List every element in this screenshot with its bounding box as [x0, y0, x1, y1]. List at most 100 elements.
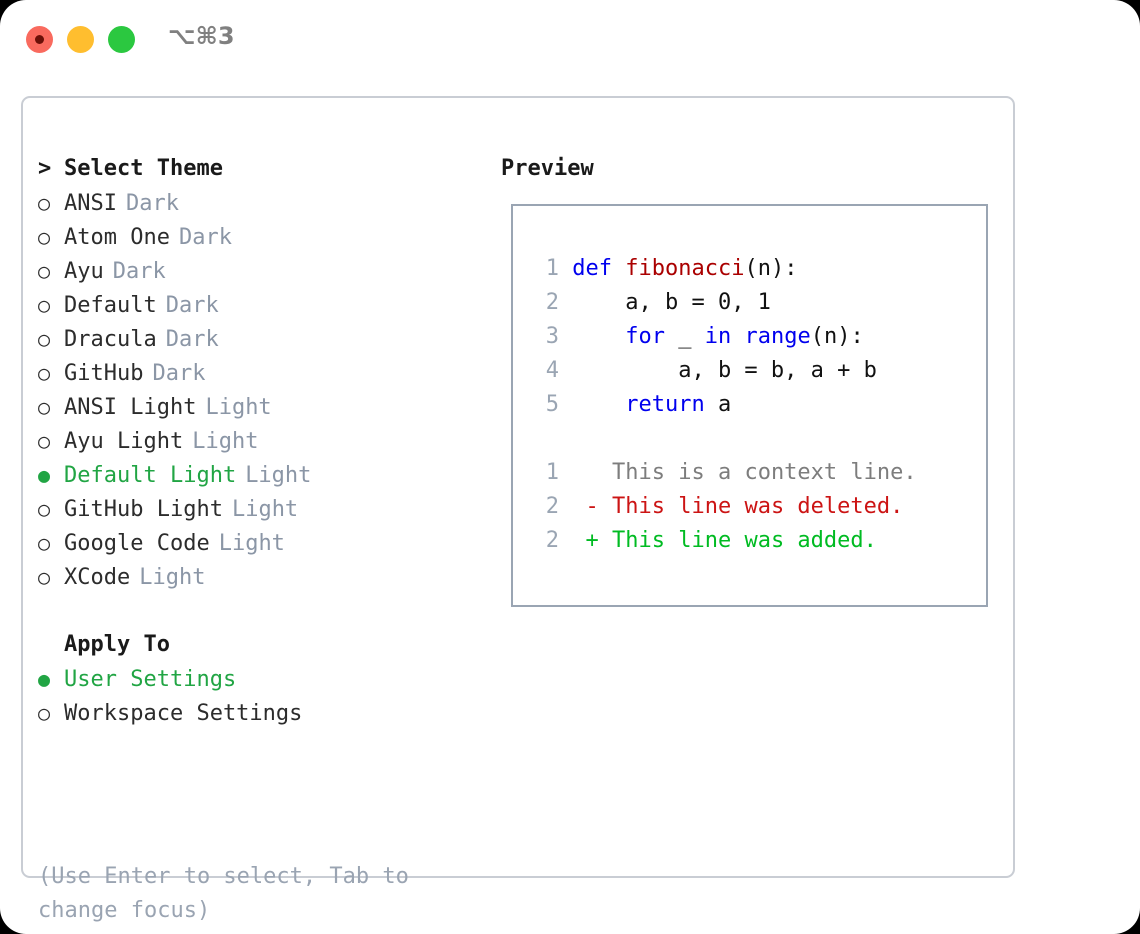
- diff-line-deleted: 2 - This line was deleted.: [529, 490, 980, 524]
- close-icon: [35, 35, 44, 44]
- select-theme-title: Select Theme: [64, 156, 223, 181]
- theme-variant: Light: [218, 531, 285, 556]
- theme-name: ANSI: [64, 191, 117, 216]
- radio-unselected-icon: ○: [38, 429, 51, 453]
- radio-selected-icon: ●: [38, 667, 51, 691]
- theme-name: ANSI Light: [64, 395, 197, 420]
- select-theme-header: > Select Theme: [38, 152, 478, 186]
- radio-unselected-icon: ○: [38, 395, 51, 419]
- line-number: 1: [545, 460, 559, 485]
- theme-option-github-dark[interactable]: ○ GitHub Dark: [38, 356, 478, 390]
- code-token: (n):: [810, 324, 864, 349]
- theme-option-dracula-dark[interactable]: ○ Dracula Dark: [38, 322, 478, 356]
- theme-name: GitHub Light: [64, 497, 223, 522]
- apply-option-user-settings[interactable]: ● User Settings: [38, 662, 478, 696]
- diff-text: This line was added.: [612, 528, 877, 553]
- line-number: 2: [545, 494, 559, 519]
- theme-name: Dracula: [64, 327, 157, 352]
- theme-variant: Dark: [165, 327, 219, 352]
- line-number: 3: [545, 324, 559, 349]
- radio-unselected-icon: ○: [38, 293, 51, 317]
- radio-unselected-icon: ○: [38, 361, 51, 385]
- code-blank-line: [529, 422, 980, 456]
- radio-unselected-icon: ○: [38, 531, 51, 555]
- preview-code-content: 1 def fibonacci(n): 2 a, b = 0, 1 3 for …: [529, 252, 980, 558]
- code-token: range: [744, 324, 811, 349]
- radio-unselected-icon: ○: [38, 565, 51, 589]
- theme-option-ayu-dark[interactable]: ○ Ayu Dark: [38, 254, 478, 288]
- theme-variant: Dark: [178, 225, 232, 250]
- diff-text: This is a context line.: [612, 460, 917, 485]
- apply-to-indent: [38, 628, 64, 662]
- theme-name: Ayu Light: [64, 429, 184, 454]
- theme-name: XCode: [64, 565, 131, 590]
- theme-variant: Dark: [165, 293, 219, 318]
- theme-option-github-light[interactable]: ○ GitHub Light Light: [38, 492, 478, 526]
- code-line: 5 return a: [529, 388, 980, 422]
- apply-option-label: User Settings: [64, 667, 237, 692]
- theme-variant: Light: [192, 429, 259, 454]
- diff-text: This line was deleted.: [612, 494, 904, 519]
- maximize-button[interactable]: [108, 26, 135, 53]
- minimize-button[interactable]: [67, 26, 94, 53]
- line-number: 2: [545, 528, 559, 553]
- theme-name: Default Light: [64, 463, 237, 488]
- theme-variant: Light: [231, 497, 299, 522]
- theme-variant: Dark: [112, 259, 166, 284]
- radio-unselected-icon: ○: [38, 701, 51, 725]
- radio-unselected-icon: ○: [38, 259, 51, 283]
- diff-marker: +: [585, 528, 599, 553]
- code-token: a, b = b, a + b: [572, 358, 877, 383]
- theme-name: Atom One: [64, 225, 170, 250]
- code-token: def: [572, 256, 626, 281]
- theme-variant: Light: [205, 395, 272, 420]
- line-number: 2: [545, 290, 559, 315]
- radio-unselected-icon: ○: [38, 327, 51, 351]
- apply-to-title: Apply To: [64, 632, 170, 657]
- code-line: 1 def fibonacci(n):: [529, 252, 980, 286]
- keyboard-shortcut-label: ⌥⌘3: [168, 22, 235, 50]
- radio-unselected-icon: ○: [38, 191, 51, 215]
- code-token: for: [625, 324, 665, 349]
- title-bar: ⌥⌘3: [0, 0, 1140, 78]
- theme-option-ayu-light[interactable]: ○ Ayu Light Light: [38, 424, 478, 458]
- theme-name: Default: [64, 293, 157, 318]
- code-line: 4 a, b = b, a + b: [529, 354, 980, 388]
- theme-variant: Dark: [152, 361, 206, 386]
- diff-line-context: 1 This is a context line.: [529, 456, 980, 490]
- theme-name: Ayu: [64, 259, 104, 284]
- preview-column: Preview: [501, 152, 1001, 186]
- caret-icon: >: [38, 156, 52, 181]
- preview-header: Preview: [501, 156, 594, 181]
- code-token: [572, 324, 625, 349]
- code-token: return: [625, 392, 705, 417]
- theme-option-default-dark[interactable]: ○ Default Dark: [38, 288, 478, 322]
- line-number: 5: [545, 392, 559, 417]
- theme-variant: Light: [245, 463, 312, 488]
- diff-marker: -: [585, 494, 599, 519]
- code-line: 2 a, b = 0, 1: [529, 286, 980, 320]
- code-token: a: [704, 392, 732, 417]
- line-number: 4: [545, 358, 559, 383]
- radio-unselected-icon: ○: [38, 497, 51, 521]
- diff-marker: [586, 460, 599, 485]
- code-token: [572, 392, 625, 417]
- theme-name: GitHub: [64, 361, 144, 386]
- apply-option-label: Workspace Settings: [64, 701, 303, 726]
- code-token: in: [704, 324, 732, 349]
- section-spacer: [38, 594, 478, 628]
- code-token: a, b = 0, 1: [572, 290, 771, 315]
- apply-option-workspace-settings[interactable]: ○ Workspace Settings: [38, 696, 478, 730]
- theme-option-ansi-light[interactable]: ○ ANSI Light Light: [38, 390, 478, 424]
- close-button[interactable]: [26, 26, 53, 53]
- keyboard-hint-text: (Use Enter to select, Tab to change focu…: [38, 864, 409, 923]
- code-token: fibonacci: [625, 256, 745, 281]
- line-number: 1: [545, 256, 559, 281]
